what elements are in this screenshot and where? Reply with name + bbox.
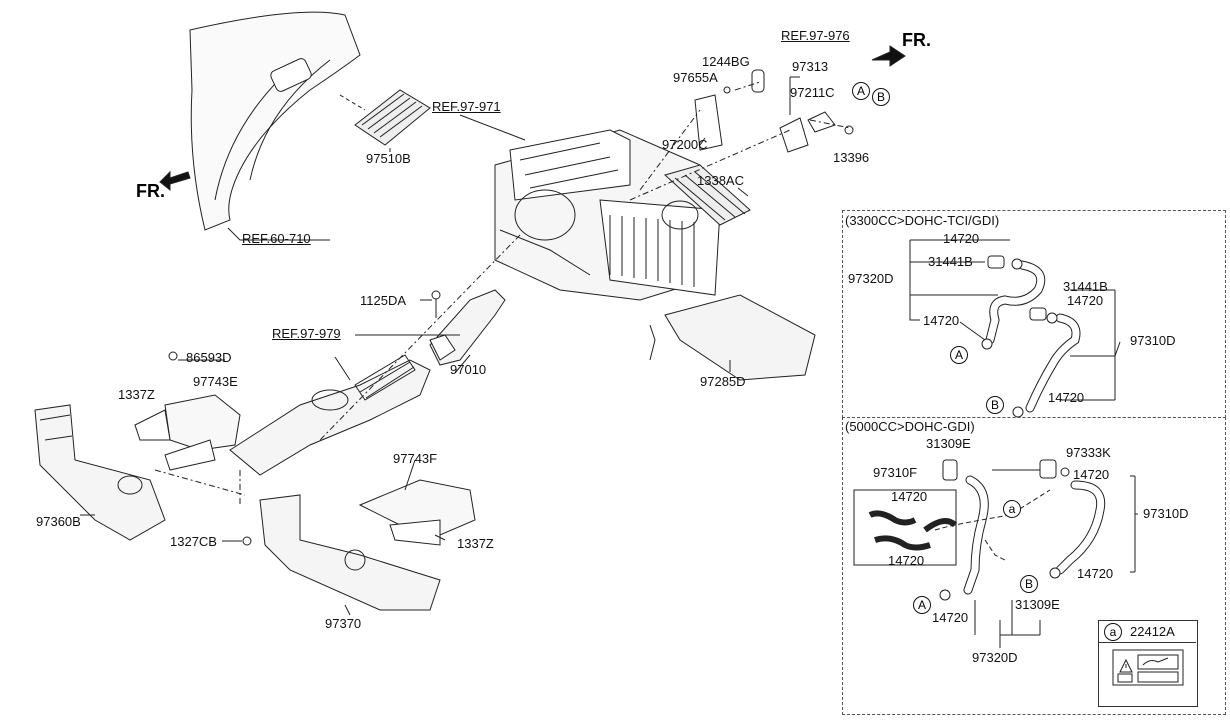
top-31441B-1: 31441B (928, 254, 973, 269)
part-97743E: 97743E (193, 374, 238, 389)
part-97370: 97370 (325, 616, 362, 631)
part-86593D: 86593D (186, 350, 232, 365)
part-97360B: 97360B (36, 514, 81, 529)
top-callout-B: B (986, 396, 1004, 414)
bot-31309E-1: 31309E (926, 436, 971, 451)
top-14720-3: 14720 (923, 313, 960, 328)
part-1337Z-b: 1337Z (457, 536, 494, 551)
callout-B-main: B (872, 88, 890, 106)
bot-31309E-2: 31309E (1015, 597, 1060, 612)
ref-97-976[interactable]: REF.97-976 (781, 28, 850, 43)
ref-97-971[interactable]: REF.97-971 (432, 99, 501, 114)
part-97743F: 97743F (393, 451, 438, 466)
ref-97-979[interactable]: REF.97-979 (272, 326, 341, 341)
top-97310D: 97310D (1130, 333, 1176, 348)
fr-arrow-left (159, 170, 191, 192)
callout-A-main: A (852, 82, 870, 100)
fr-label-left: FR. (136, 181, 165, 201)
top-callout-A: A (950, 346, 968, 364)
part-1338AC: 1338AC (697, 173, 744, 188)
cover-97743E (164, 394, 241, 451)
top-14720-2: 14720 (1067, 293, 1104, 308)
legend-callout-a: a (1104, 623, 1122, 641)
ref-60-710[interactable]: REF.60-710 (242, 231, 311, 246)
part-97211C: 97211C (790, 85, 835, 100)
hvac-main-unit (494, 129, 721, 301)
part-1337Z-a: 1337Z (118, 387, 155, 402)
bot-97310F: 97310F (873, 465, 918, 480)
top-14720-1: 14720 (943, 231, 980, 246)
legend-header (1098, 620, 1196, 643)
vent-grille-97510B (354, 89, 431, 146)
panel-5000cc (842, 417, 1226, 715)
bot-14720-3: 14720 (888, 553, 925, 568)
panel-5000cc-title: (5000CC>DOHC-GDI) (845, 419, 975, 434)
duct-97370 (259, 494, 441, 611)
duct-97360B (34, 404, 166, 541)
legend-box (1098, 620, 1198, 707)
legend-code: 22412A (1130, 624, 1175, 639)
part-13396: 13396 (833, 150, 870, 165)
top-31441B-2: 31441B (1063, 279, 1108, 294)
quarter-panel-shape (189, 11, 361, 231)
part-97313: 97313 (792, 59, 829, 74)
bot-14720-5: 14720 (932, 610, 969, 625)
part-97285D: 97285D (700, 374, 746, 389)
part-97510B: 97510B (366, 151, 411, 166)
panel-3300cc (842, 210, 1226, 418)
part-1244BG: 1244BG (702, 54, 750, 69)
part-97010: 97010 (450, 362, 487, 377)
legend-warning-icons (1112, 649, 1184, 686)
bot-callout-B: B (1020, 575, 1038, 593)
bot-callout-a: a (1003, 500, 1021, 518)
bot-97333K: 97333K (1066, 445, 1111, 460)
part-97655A: 97655A (673, 70, 718, 85)
panel-3300cc-title: (3300CC>DOHC-TCI/GDI) (845, 213, 1000, 228)
top-14720-4: 14720 (1048, 390, 1085, 405)
bot-97310D: 97310D (1143, 506, 1189, 521)
bot-14720-4: 14720 (1077, 566, 1114, 581)
fr-label-right: FR. (902, 30, 931, 50)
filter-97200C (663, 164, 751, 226)
top-97320D: 97320D (848, 271, 894, 286)
bot-14720-2: 14720 (891, 489, 928, 504)
bot-callout-A: A (913, 596, 931, 614)
fr-arrow-right (871, 45, 906, 67)
bot-14720-1: 14720 (1073, 467, 1110, 482)
part-97200C: 97200C (662, 137, 708, 152)
bot-97320D: 97320D (972, 650, 1018, 665)
part-1327CB: 1327CB (170, 534, 217, 549)
part-1125DA: 1125DA (360, 293, 407, 308)
bracket-97285D (664, 294, 816, 381)
